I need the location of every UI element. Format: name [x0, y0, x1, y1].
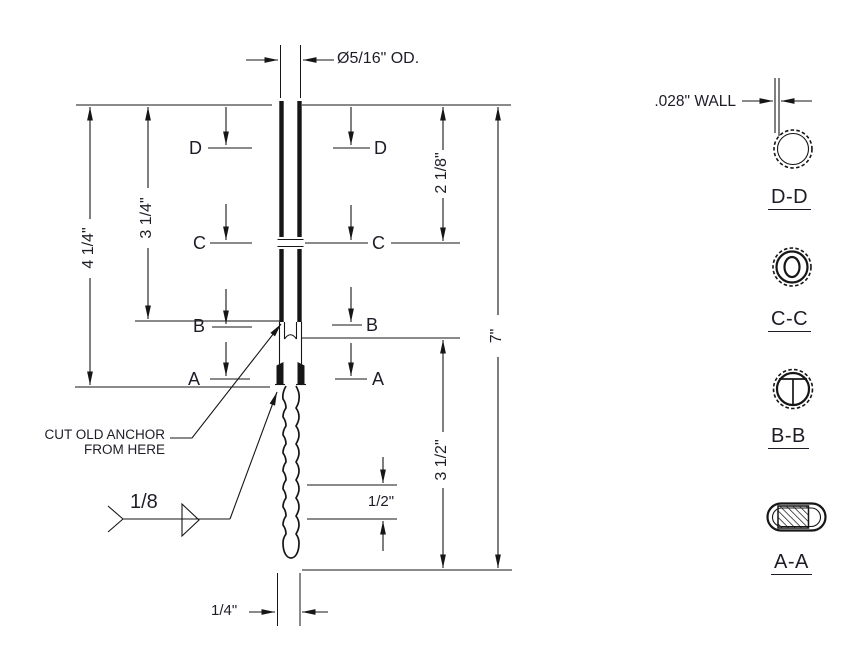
datum-lines: [75, 104, 512, 571]
section-marker-arrows: [208, 107, 370, 380]
dim-2-1-8-label: 2 1/8": [433, 152, 451, 194]
dim-3-1-2-label: 3 1/2": [433, 439, 451, 481]
section-view-aa: [766, 502, 827, 532]
marker-b-left: B: [193, 316, 206, 336]
weld-size-label: 1/8: [130, 491, 158, 513]
marker-a-left: A: [188, 369, 201, 389]
marker-a-right: A: [372, 369, 385, 389]
dim-7-label: 7": [488, 328, 506, 344]
dim-3-1-4-label: 3 1/4": [138, 197, 156, 239]
marker-b-right: B: [366, 315, 379, 335]
cut-note: CUT OLD ANCHOR FROM HERE: [33, 427, 165, 458]
dim-1-2: [307, 457, 397, 551]
marker-c-left: C: [193, 233, 206, 253]
cut-note-line2: FROM HERE: [84, 441, 165, 457]
dim-1-2-label: 1/2": [367, 492, 395, 510]
marker-d-left: D: [189, 138, 202, 158]
cut-note-line1: CUT OLD ANCHOR: [44, 427, 165, 442]
section-view-dd: [742, 78, 813, 169]
section-label-bb: B-B: [768, 425, 809, 449]
tube-outline: [275, 45, 306, 386]
marker-c-right: C: [372, 233, 385, 253]
cut-note-leader: [170, 323, 282, 439]
wall-thickness-label: .028" WALL: [654, 93, 736, 110]
dim-1-4-label: 1/4": [211, 602, 238, 619]
od-dimension-label: Ø5/16" OD.: [337, 50, 420, 67]
section-view-bb: [772, 368, 814, 410]
section-label-dd: D-D: [768, 186, 812, 210]
weld-symbol: [107, 391, 278, 538]
section-label-aa: A-A: [771, 551, 812, 575]
section-view-cc: [772, 247, 812, 287]
dim-4-1-4-label: 4 1/4": [80, 227, 98, 269]
anchor-rod-outline: [277, 385, 301, 626]
marker-d-right: D: [374, 138, 387, 158]
section-label-cc: C-C: [768, 308, 812, 332]
